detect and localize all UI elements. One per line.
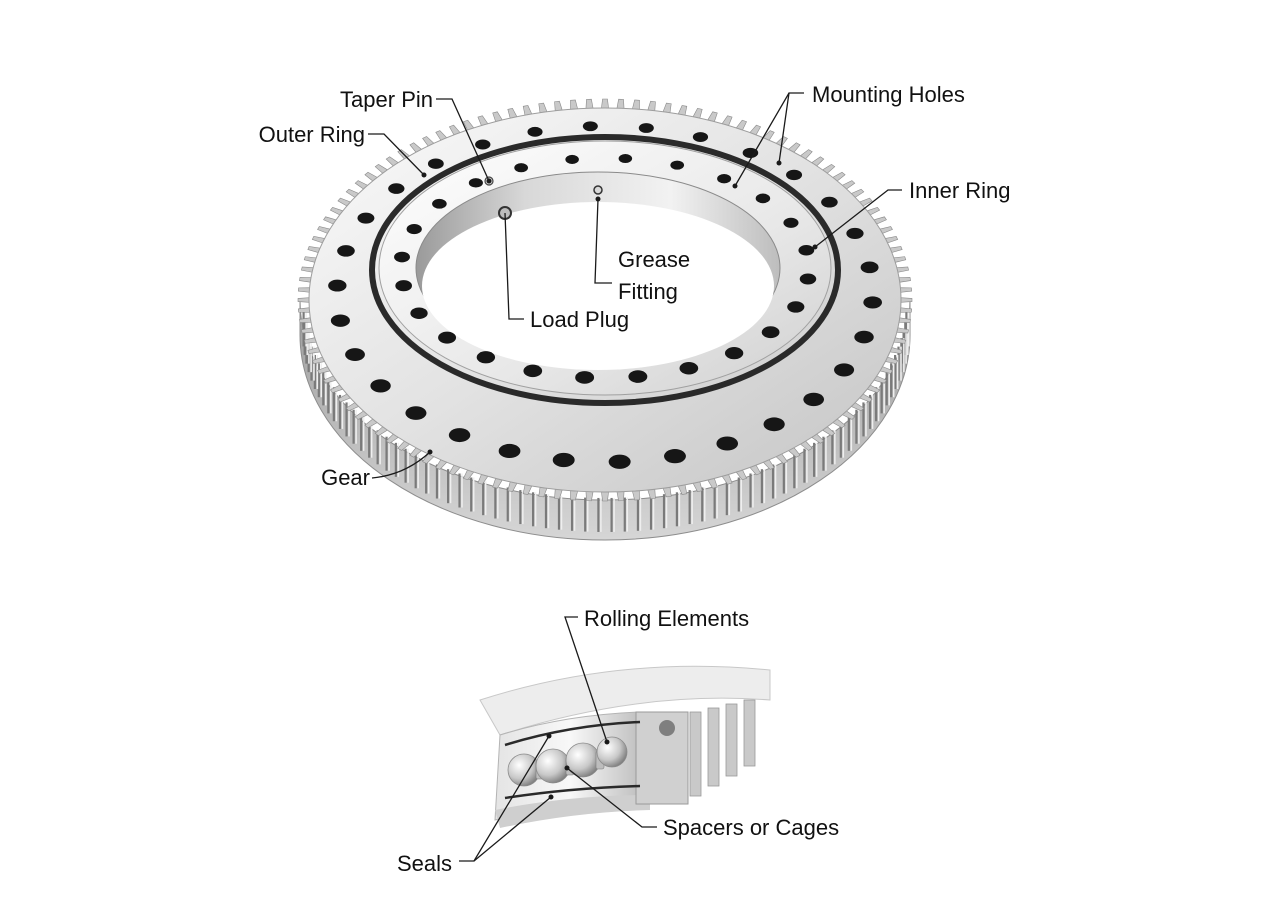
mounting-hole <box>762 326 780 338</box>
gear-tooth <box>601 99 608 108</box>
mounting-hole <box>756 194 770 204</box>
label-rolling-elements: Rolling Elements <box>584 606 749 631</box>
gear-tooth <box>298 288 309 293</box>
gear-tooth <box>897 267 909 272</box>
mounting-hole <box>328 280 346 292</box>
section-gear-tooth <box>744 700 755 766</box>
mounting-hole <box>764 417 785 431</box>
mounting-hole <box>861 261 879 273</box>
mounting-hole <box>639 123 654 133</box>
gear-tooth <box>894 257 906 263</box>
mounting-hole <box>821 197 838 208</box>
gear-tooth <box>299 277 311 282</box>
label-spacers-or-cages: Spacers or Cages <box>663 815 839 840</box>
label-taper-pin: Taper Pin <box>340 87 433 112</box>
mounting-hole <box>405 406 426 420</box>
mounting-hole <box>800 273 816 284</box>
section-gear-tooth <box>726 704 737 776</box>
mounting-hole <box>432 199 447 209</box>
mounting-hole <box>787 301 804 312</box>
mounting-hole <box>803 393 824 406</box>
mounting-hole <box>619 154 633 163</box>
mounting-hole <box>798 245 814 256</box>
mounting-hole <box>583 121 598 131</box>
mounting-hole <box>553 453 575 467</box>
mounting-hole <box>575 371 594 384</box>
mounting-hole <box>854 331 873 344</box>
gear-tooth <box>900 288 911 293</box>
label-mounting-holes: Mounting Holes <box>812 82 965 107</box>
mounting-hole <box>514 163 528 172</box>
mounting-hole <box>469 178 483 187</box>
mounting-hole <box>609 455 631 469</box>
mounting-hole <box>438 332 456 344</box>
label-gear: Gear <box>321 465 370 490</box>
gear-tooth <box>899 277 911 282</box>
mounting-hole <box>428 159 444 169</box>
gear-tooth <box>301 267 313 272</box>
gear-tooth <box>298 308 309 313</box>
mounting-hole <box>410 307 427 319</box>
label-load-plug: Load Plug <box>530 307 629 332</box>
gear-tooth <box>570 100 577 109</box>
mounting-hole <box>670 161 684 170</box>
gear-tooth <box>663 103 671 113</box>
mounting-hole <box>345 348 365 361</box>
section-gear-teeth <box>690 700 755 796</box>
gear-tooth <box>555 101 563 111</box>
section-hole <box>659 720 675 736</box>
mounting-hole <box>717 174 731 183</box>
rolling-ball <box>536 749 570 783</box>
label-seals: Seals <box>397 851 452 876</box>
grease-fitting-marker <box>594 186 602 194</box>
mounting-hole <box>527 127 542 137</box>
label-grease: Grease <box>618 247 690 272</box>
bearing-cross-section-illustration <box>480 666 770 828</box>
gear-tooth <box>586 99 593 108</box>
gear-tooth <box>648 101 656 111</box>
mounting-hole <box>565 155 579 164</box>
mounting-hole <box>407 224 422 234</box>
gear-tooth <box>298 298 309 303</box>
mounting-hole <box>693 132 708 142</box>
bore-opening <box>422 202 774 370</box>
mounting-hole <box>331 314 350 326</box>
gear-tooth <box>900 308 911 313</box>
mounting-hole <box>716 436 738 450</box>
mounting-hole <box>725 347 743 359</box>
mounting-hole <box>863 296 882 308</box>
mounting-hole <box>786 170 802 180</box>
rolling-ball <box>597 737 627 767</box>
section-gear-tooth <box>690 712 701 796</box>
gear-tooth <box>539 103 547 113</box>
mounting-hole <box>337 245 355 256</box>
section-gear-tooth <box>708 708 719 786</box>
mounting-hole <box>664 449 686 463</box>
mounting-hole <box>388 183 404 194</box>
gear-tooth <box>304 257 316 263</box>
gear-tooth <box>617 99 624 108</box>
mounting-hole <box>499 444 521 458</box>
mounting-hole <box>370 379 390 392</box>
label-inner-ring: Inner Ring <box>909 178 1011 203</box>
label-outer-ring: Outer Ring <box>259 122 365 147</box>
mounting-hole <box>846 228 863 239</box>
mounting-hole <box>395 280 412 291</box>
mounting-hole <box>834 363 854 376</box>
mounting-hole <box>628 370 647 383</box>
gear-tooth <box>648 489 656 499</box>
mounting-hole <box>477 351 495 363</box>
label-fitting: Fitting <box>618 279 678 304</box>
mounting-hole <box>394 252 410 263</box>
mounting-hole <box>783 218 798 228</box>
mounting-hole <box>523 365 542 377</box>
mounting-hole <box>357 213 374 224</box>
gear-tooth <box>601 492 608 501</box>
mounting-hole <box>449 428 470 442</box>
gear-tooth <box>901 298 912 303</box>
mounting-hole <box>680 362 699 374</box>
mounting-hole <box>475 139 490 149</box>
gear-tooth <box>632 100 639 109</box>
